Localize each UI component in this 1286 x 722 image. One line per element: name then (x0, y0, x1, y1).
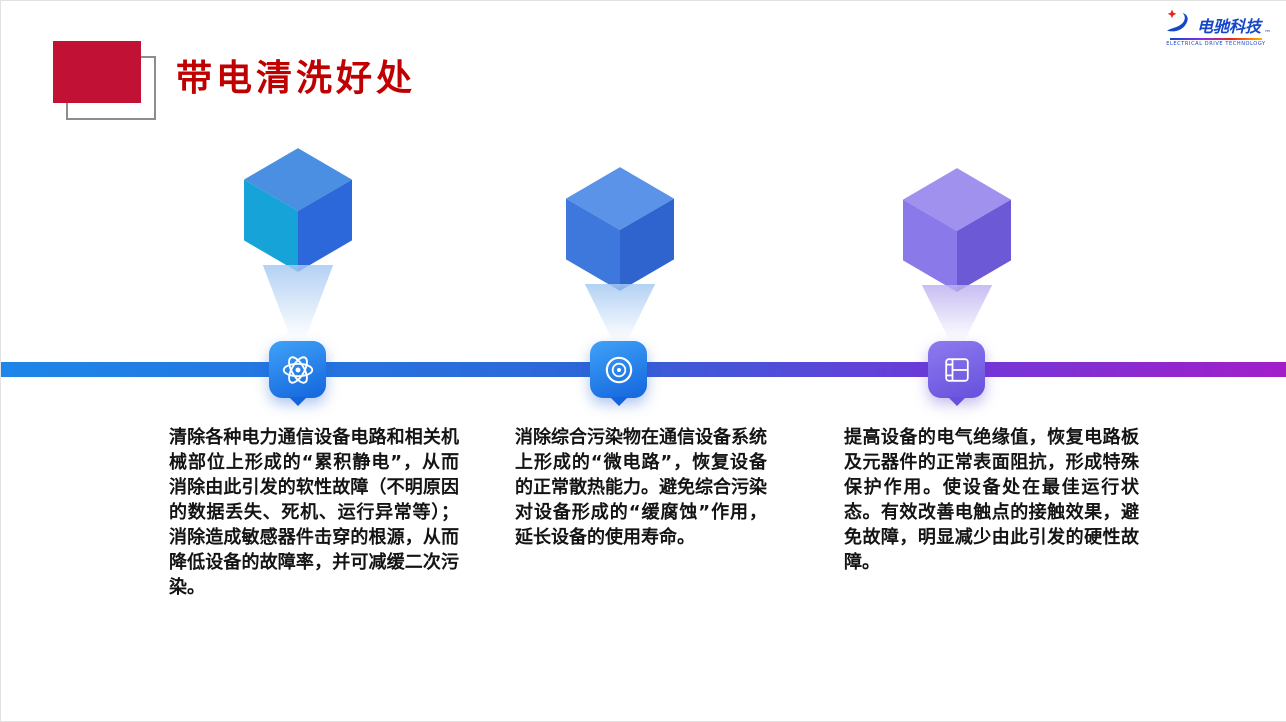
timeline-marker-1 (269, 341, 326, 398)
logo-caption: ELECTRICAL DRIVE TECHNOLOGY (1166, 41, 1266, 47)
cube-graphic-1 (244, 148, 352, 272)
title-accent-red-square (53, 41, 141, 103)
benefit-text-3: 提高设备的电气绝缘值，恢复电路板及元器件的正常表面阻抗，形成特殊保护作用。使设备… (844, 427, 1139, 573)
light-beam-3 (921, 285, 993, 344)
disc-icon (605, 356, 632, 383)
benefit-text-1: 清除各种电力通信设备电路和相关机械部位上形成的“累积静电”，从而消除由此引发的软… (169, 427, 459, 598)
benefit-text-2: 消除综合污染物在通信设备系统上形成的“微电路”，恢复设备的正常散热能力。避免综合… (515, 427, 767, 548)
timeline-marker-2 (590, 341, 647, 398)
logo-underline (1170, 38, 1262, 40)
logo-trademark: ™ (1264, 29, 1271, 37)
logo-name: 电驰科技 (1196, 17, 1261, 36)
company-logo: 电驰科技 ™ ELECTRICAL DRIVE TECHNOLOGY (1157, 7, 1275, 47)
title-accent-block (53, 41, 157, 121)
cube-graphic-3 (903, 168, 1011, 292)
cube-graphic-2 (566, 167, 674, 291)
page-title: 带电清洗好处 (176, 58, 417, 99)
light-beam-2 (584, 284, 656, 344)
timeline-marker-3 (928, 341, 985, 398)
film-icon (944, 357, 969, 382)
atom-icon (282, 355, 313, 384)
light-beam-1 (262, 265, 334, 343)
logo-swoosh-icon (1166, 9, 1188, 32)
logo-row: 电驰科技 ™ (1161, 7, 1271, 37)
